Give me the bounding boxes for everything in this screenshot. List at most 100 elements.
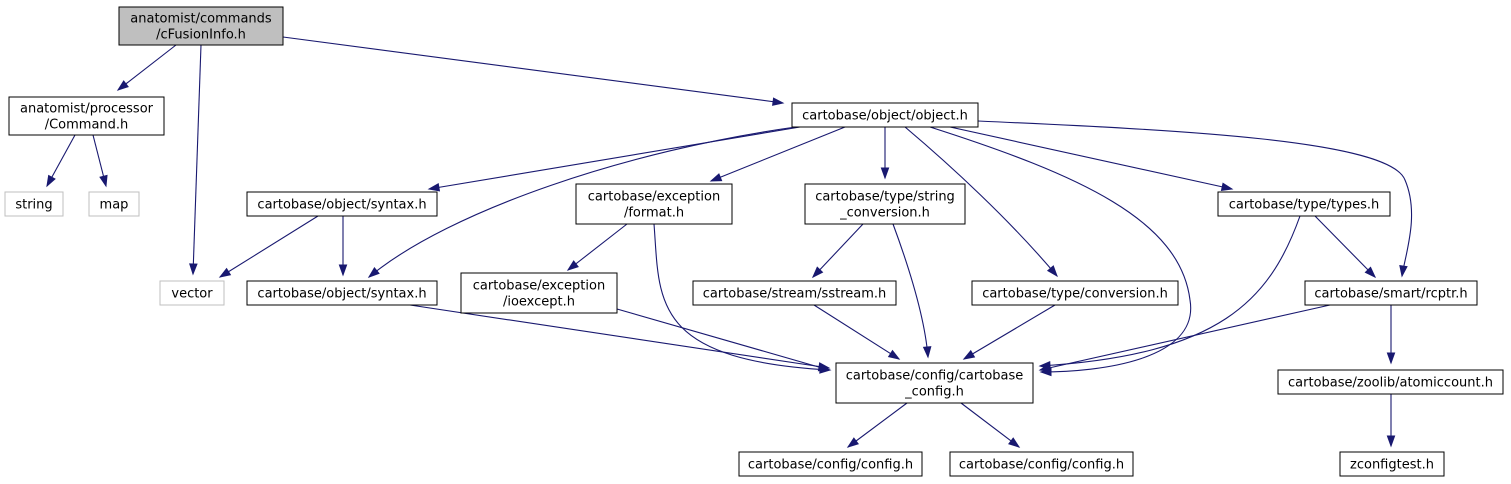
edge-arrowhead (427, 183, 441, 192)
node-label: cartobase/object/syntax.h (257, 198, 426, 213)
node-label: cartobase/config/config.h (748, 458, 913, 473)
node-cartobase-config-cartobase-config-h[interactable]: cartobase/config/cartobase_config.h (835, 362, 1034, 404)
node-vector: vector (159, 280, 225, 306)
edge-arrowhead (1386, 435, 1396, 448)
node-label: zconfigtest.h (1350, 458, 1434, 473)
edge-arrowhead (46, 174, 56, 188)
node-label: cartobase/type/string (815, 190, 955, 205)
edge-line (813, 304, 900, 360)
edge-arrowhead (1220, 182, 1234, 191)
node-cartobase-config-config-h-left[interactable]: cartobase/config/config.h (738, 451, 923, 477)
edge-arrowhead (846, 437, 859, 448)
node-label: string (15, 198, 52, 213)
edge-arrowhead (1364, 266, 1377, 279)
node-cartobase-smart-rcptr-h[interactable]: cartobase/smart/rcptr.h (1304, 280, 1478, 306)
node-box (159, 280, 225, 306)
node-cartobase-object-syntax-h-lower[interactable]: cartobase/object/syntax.h (246, 280, 438, 306)
edge-line (963, 304, 1056, 360)
node-label: cartobase/type/conversion.h (982, 287, 1168, 302)
edge-line (368, 126, 797, 278)
edge-line (904, 126, 1058, 277)
node-box (1339, 451, 1445, 477)
edge-line (567, 223, 628, 271)
edge-cbconfig-to-config1 (846, 402, 908, 448)
edge-arrowhead (887, 349, 901, 360)
node-box (835, 362, 1034, 404)
edge-arrowhead (99, 174, 108, 188)
edge-arrowhead (1399, 264, 1408, 278)
edge-object-to-syntax1 (427, 126, 801, 192)
node-box (949, 451, 1134, 477)
edge-arrowhead (1038, 363, 1052, 372)
node-string: string (4, 191, 64, 217)
node-root-cfusioninfo-h[interactable]: anatomist/commands/cFusionInfo.h (118, 6, 284, 46)
edge-line (847, 402, 908, 448)
node-box (246, 191, 438, 217)
node-label: /format.h (624, 206, 684, 221)
edge-line (1039, 304, 1331, 371)
edge-line (1314, 215, 1376, 278)
node-label: cartobase/smart/rcptr.h (1314, 287, 1467, 302)
edge-line (409, 304, 830, 369)
node-label: _config.h (904, 385, 964, 400)
edge-command-to-map (92, 134, 108, 188)
edge-line (428, 126, 801, 190)
edge-object-to-syntax2 (367, 126, 797, 278)
edge-types-to-rcptr (1314, 215, 1377, 279)
edge-root-to-command (116, 44, 177, 91)
edge-arrowhead (709, 173, 723, 182)
node-cartobase-stream-sstream-h[interactable]: cartobase/stream/sstream.h (692, 280, 897, 306)
node-cartobase-exception-format-h[interactable]: cartobase/exception/format.h (575, 183, 733, 225)
node-label: cartobase/exception (588, 190, 720, 205)
node-cartobase-config-config-h-right[interactable]: cartobase/config/config.h (949, 451, 1134, 477)
node-label: map (100, 198, 129, 213)
edge-line (960, 402, 1020, 448)
edge-arrowhead (1008, 437, 1021, 448)
edge-arrowhead (922, 346, 932, 359)
edge-command-to-string (46, 134, 76, 188)
node-label: cartobase/stream/sstream.h (703, 287, 887, 302)
edge-object-to-types (949, 126, 1234, 191)
edge-line (929, 126, 1192, 373)
node-box (791, 102, 979, 128)
edge-arrowhead (880, 167, 890, 180)
node-box (804, 183, 966, 225)
node-anatomist-processor-command-h[interactable]: anatomist/processor/Command.h (8, 96, 165, 136)
node-zconfigtest-h[interactable]: zconfigtest.h (1339, 451, 1445, 477)
edges-layer (46, 36, 1413, 448)
node-cartobase-object-object-h[interactable]: cartobase/object/object.h (791, 102, 979, 128)
node-cartobase-zoolib-atomiccount-h[interactable]: cartobase/zoolib/atomiccount.h (1277, 369, 1504, 395)
edge-object-to-strconv (880, 127, 890, 180)
node-map: map (88, 191, 140, 217)
edge-ioexcept-to-cbconfig (616, 308, 831, 372)
edge-line (1039, 215, 1301, 367)
node-cartobase-object-syntax-h-upper[interactable]: cartobase/object/syntax.h (246, 191, 438, 217)
edge-arrowhead (367, 266, 380, 278)
node-box (246, 280, 438, 306)
node-box (971, 280, 1179, 306)
node-cartobase-type-conversion-h[interactable]: cartobase/type/conversion.h (971, 280, 1179, 306)
edge-syntax1-to-syntax2 (338, 216, 348, 277)
edge-format-to-ioexcept (566, 223, 628, 271)
node-label: cartobase/zoolib/atomiccount.h (1288, 376, 1493, 391)
edge-object-to-conversion (904, 126, 1058, 278)
node-cartobase-type-string-conversion-h[interactable]: cartobase/type/string_conversion.h (804, 183, 966, 225)
node-label: cartobase/config/cartobase (846, 369, 1024, 384)
edge-line (616, 308, 830, 371)
node-label: cartobase/exception (473, 279, 605, 294)
edge-arrowhead (566, 260, 579, 271)
node-box (118, 6, 284, 46)
node-cartobase-exception-ioexcept-h[interactable]: cartobase/exception/ioexcept.h (460, 272, 618, 314)
node-box (8, 96, 165, 136)
edge-line (219, 215, 319, 278)
edge-line (192, 44, 202, 275)
node-cartobase-type-types-h[interactable]: cartobase/type/types.h (1217, 191, 1391, 217)
node-label: _conversion.h (839, 206, 930, 221)
edge-object-to-cbconfig (929, 126, 1192, 377)
edge-object-to-rcptr (977, 120, 1413, 278)
edge-line (653, 223, 831, 371)
edge-arrowhead (218, 267, 232, 278)
node-box (1277, 369, 1504, 395)
edge-line (710, 126, 846, 182)
